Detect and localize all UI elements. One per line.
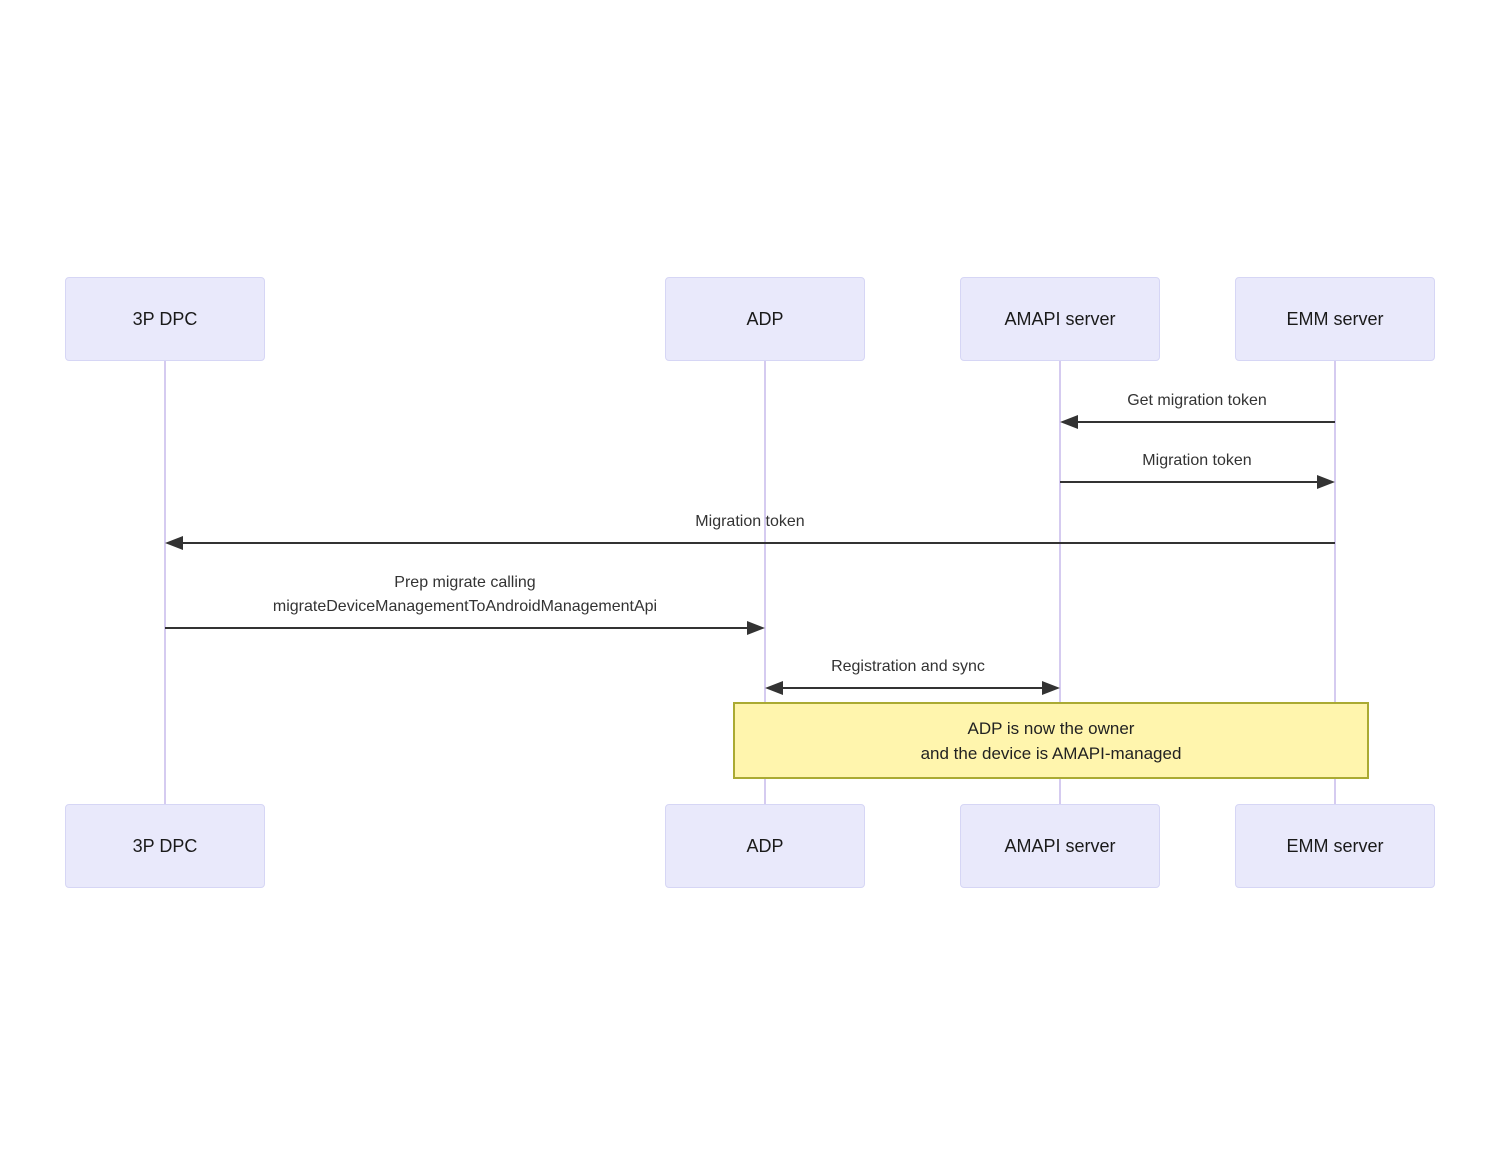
note-line-1: ADP is now the owner xyxy=(967,718,1135,738)
message-label-registration-and-sync: Registration and sync xyxy=(831,658,985,675)
message-label-prep-migrate-line-2: migrateDeviceManagementToAndroidManageme… xyxy=(272,598,658,615)
actor-amapi-server-label: AMAPI server xyxy=(1004,308,1116,329)
actor-emm-server-top: EMM server xyxy=(1235,277,1435,361)
device-ownership-note: ADP is now the owner and the device is A… xyxy=(733,702,1369,779)
actor-adp-top: ADP xyxy=(665,277,865,361)
arrow-migration-token-to-emm xyxy=(1060,475,1335,489)
arrow-get-migration-token xyxy=(1060,415,1335,429)
actor-amapi-server-label: AMAPI server xyxy=(1004,835,1116,856)
message-arrows xyxy=(165,415,1335,695)
arrow-prep-migrate xyxy=(165,621,765,635)
arrow-migration-token-to-3p-dpc xyxy=(165,536,1335,550)
actor-adp-bottom: ADP xyxy=(665,804,865,888)
message-label-migration-token-return: Migration token xyxy=(1142,452,1252,469)
message-label-prep-migrate: Prep migrate calling migrateDeviceManage… xyxy=(273,571,657,619)
actor-adp-label: ADP xyxy=(746,835,784,856)
message-label-prep-migrate-line-1: Prep migrate calling xyxy=(394,574,536,591)
actor-amapi-server-bottom: AMAPI server xyxy=(960,804,1160,888)
message-label-migration-token-to-dpc: Migration token xyxy=(695,513,805,530)
actor-emm-server-label: EMM server xyxy=(1286,308,1384,329)
actor-3p-dpc-label: 3P DPC xyxy=(132,835,198,856)
arrow-registration-and-sync xyxy=(765,681,1060,695)
message-label-get-migration-token: Get migration token xyxy=(1127,392,1267,409)
actor-adp-label: ADP xyxy=(746,308,784,329)
actor-emm-server-label: EMM server xyxy=(1286,835,1384,856)
actor-3p-dpc-top: 3P DPC xyxy=(65,277,265,361)
actor-emm-server-bottom: EMM server xyxy=(1235,804,1435,888)
actor-3p-dpc-label: 3P DPC xyxy=(132,308,198,329)
actor-3p-dpc-bottom: 3P DPC xyxy=(65,804,265,888)
note-line-2: and the device is AMAPI-managed xyxy=(920,743,1182,763)
actor-amapi-server-top: AMAPI server xyxy=(960,277,1160,361)
